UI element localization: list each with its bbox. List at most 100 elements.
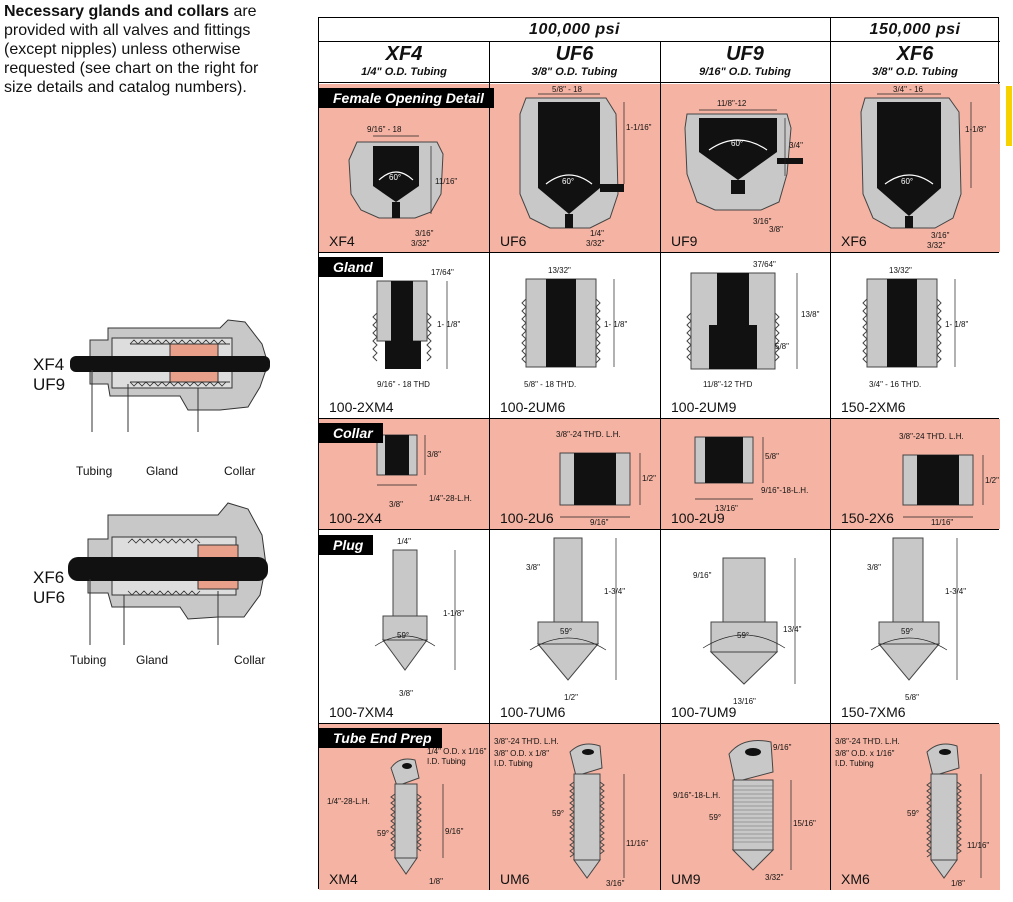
col-head-uf9: UF9 9/16" O.D. Tubing bbox=[660, 42, 830, 83]
svg-text:1/4"-28-L.H.: 1/4"-28-L.H. bbox=[327, 797, 370, 806]
col-head-xf6: XF6 3/8" O.D. Tubing bbox=[830, 42, 1000, 83]
svg-text:I.D. Tubing: I.D. Tubing bbox=[835, 759, 874, 768]
col-size: 3/8" O.D. Tubing bbox=[531, 66, 618, 78]
svg-text:59°: 59° bbox=[901, 627, 913, 636]
svg-text:I.D. Tubing: I.D. Tubing bbox=[494, 759, 533, 768]
svg-text:1- 1/8": 1- 1/8" bbox=[945, 320, 968, 329]
svg-text:3/16": 3/16" bbox=[415, 229, 434, 238]
grid-hline bbox=[319, 529, 998, 530]
svg-text:3/4" - 16: 3/4" - 16 bbox=[893, 85, 924, 94]
cell-code: UF9 bbox=[671, 233, 698, 249]
intro-rest: are provided with all valves and fitting… bbox=[4, 3, 259, 96]
gland-xf6-drawing: 13/32" 1- 1/8" 3/4" - 16 TH'D. bbox=[862, 266, 968, 389]
cell-fod-uf6: 5/8" - 18 1-1/16" 60° 1/4" 3/32" UF6 bbox=[490, 84, 660, 252]
gland-uf9-drawing: 37/64" 13/8" 5/8" 11/8"-12 TH'D bbox=[686, 260, 820, 389]
assembly-2-label-gland: Gland bbox=[136, 653, 169, 667]
svg-text:3/4": 3/4" bbox=[789, 141, 803, 150]
svg-text:1/2": 1/2" bbox=[642, 474, 656, 483]
svg-text:11/16": 11/16" bbox=[435, 177, 457, 186]
svg-text:59°: 59° bbox=[552, 809, 564, 818]
svg-text:3/8": 3/8" bbox=[399, 689, 413, 698]
svg-text:3/8" O.D. x 1/16": 3/8" O.D. x 1/16" bbox=[835, 749, 895, 758]
cell-plug-uf9: 9/16" 13/4" 59° 13/16" 100-7UM9 bbox=[661, 530, 830, 723]
cell-code: 100-2U9 bbox=[671, 510, 725, 526]
svg-text:1-1/16": 1-1/16" bbox=[626, 123, 652, 132]
svg-text:1/2": 1/2" bbox=[985, 476, 999, 485]
svg-text:1-1/8": 1-1/8" bbox=[965, 125, 986, 134]
assembly-1-label-collar: Collar bbox=[224, 464, 256, 478]
gland-uf6-drawing: 13/32" 1- 1/8" 5/8" - 18 TH'D. bbox=[521, 266, 627, 389]
svg-text:1- 1/8": 1- 1/8" bbox=[437, 320, 460, 329]
svg-text:59°: 59° bbox=[737, 631, 749, 640]
svg-text:1-1/8": 1-1/8" bbox=[443, 609, 464, 618]
svg-text:15/16": 15/16" bbox=[793, 819, 816, 828]
cell-code: 150-2XM6 bbox=[841, 399, 906, 415]
collar-xf4-drawing: 3/8" 3/8" 1/4"-28-L.H. bbox=[376, 434, 472, 509]
svg-text:60°: 60° bbox=[901, 177, 913, 186]
svg-text:3/8": 3/8" bbox=[867, 563, 881, 572]
svg-text:60°: 60° bbox=[389, 173, 401, 182]
tep-xm4-drawing: 1/4" O.D. x 1/16" I.D. Tubing 1/4"-28-L.… bbox=[327, 747, 487, 886]
svg-text:9/16" - 18: 9/16" - 18 bbox=[367, 125, 402, 134]
svg-text:13/16": 13/16" bbox=[715, 504, 738, 513]
cell-tep-um9: 9/16"-18-L.H. 9/16" 59° 15/16" 3/32" UM9 bbox=[661, 724, 830, 890]
fod-xf6-drawing: 3/4" - 16 1-1/8" 60° 3/16" 3/32" bbox=[860, 85, 986, 250]
cell-gland-xf6: 13/32" 1- 1/8" 3/4" - 16 TH'D. 150-2XM6 bbox=[831, 253, 1000, 418]
cell-code: XM6 bbox=[841, 871, 870, 887]
fod-uf9-drawing: 11/8"-12 3/4" 60° 3/16" 3/8" bbox=[684, 99, 803, 234]
cell-code: 100-2X4 bbox=[329, 510, 382, 526]
svg-text:9/16"-18-L.H.: 9/16"-18-L.H. bbox=[673, 791, 720, 800]
assembly-1-label-gland: Gland bbox=[146, 464, 179, 478]
grid-hline bbox=[319, 252, 998, 253]
svg-text:59°: 59° bbox=[560, 627, 572, 636]
assembly-1-model-b: UF9 bbox=[33, 375, 66, 394]
svg-text:3/32": 3/32" bbox=[927, 241, 946, 250]
svg-text:59°: 59° bbox=[907, 809, 919, 818]
cell-tep-xm4: 1/4" O.D. x 1/16" I.D. Tubing 1/4"-28-L.… bbox=[319, 724, 489, 890]
cell-code: XM4 bbox=[329, 871, 358, 887]
svg-text:1-3/4": 1-3/4" bbox=[945, 587, 966, 596]
assembly-1-label-tubing: Tubing bbox=[76, 464, 113, 478]
svg-text:3/8": 3/8" bbox=[769, 225, 783, 234]
svg-text:1/2": 1/2" bbox=[564, 693, 578, 702]
svg-text:11/16": 11/16" bbox=[931, 518, 953, 527]
col-size: 1/4" O.D. Tubing bbox=[361, 66, 447, 78]
svg-text:13/8": 13/8" bbox=[801, 310, 820, 319]
col-model: UF6 bbox=[555, 43, 594, 65]
fod-xf4-drawing: 9/16" - 18 11/16" 60° 3/16" 3/32" bbox=[348, 125, 457, 248]
cell-collar-xf6: 3/8"-24 TH'D. L.H. 1/2" 11/16" 150-2X6 bbox=[831, 419, 1000, 529]
grid-hline bbox=[319, 723, 998, 724]
cell-code: 100-2UM9 bbox=[671, 399, 737, 415]
svg-text:I.D. Tubing: I.D. Tubing bbox=[427, 757, 466, 766]
cell-fod-xf4: 9/16" - 18 11/16" 60° 3/16" 3/32" XF4 bbox=[319, 84, 489, 252]
tep-xm6-drawing: 3/8"-24 TH'D. L.H. 3/8" O.D. x 1/16" I.D… bbox=[835, 737, 989, 888]
svg-text:3/4" - 16 TH'D.: 3/4" - 16 TH'D. bbox=[869, 380, 921, 389]
svg-text:17/64": 17/64" bbox=[431, 268, 454, 277]
cell-collar-xf4: 3/8" 3/8" 1/4"-28-L.H. 100-2X4 bbox=[319, 419, 489, 529]
row-label-tube-end-prep: Tube End Prep bbox=[319, 728, 442, 748]
svg-text:11/8"-12 TH'D: 11/8"-12 TH'D bbox=[703, 380, 753, 389]
cell-collar-uf9: 5/8" 9/16"-18-L.H. 13/16" 100-2U9 bbox=[661, 419, 830, 529]
svg-text:11/16": 11/16" bbox=[626, 839, 648, 848]
plug-uf6-drawing: 3/8" 1-3/4" 59° 1/2" bbox=[526, 537, 625, 702]
fod-uf6-drawing: 5/8" - 18 1-1/16" 60° 1/4" 3/32" bbox=[519, 85, 652, 248]
cell-code: 150-7XM6 bbox=[841, 704, 906, 720]
svg-text:9/16": 9/16" bbox=[693, 571, 712, 580]
cell-fod-uf9: 11/8"-12 3/4" 60° 3/16" 3/8" UF9 bbox=[661, 84, 830, 252]
svg-text:37/64": 37/64" bbox=[753, 260, 776, 269]
cell-code: UF6 bbox=[500, 233, 527, 249]
assembly-2-label-tubing: Tubing bbox=[70, 653, 107, 667]
assembly-2-label-collar: Collar bbox=[234, 653, 266, 667]
svg-text:1/4" O.D. x 1/16": 1/4" O.D. x 1/16" bbox=[427, 747, 487, 756]
svg-text:3/32": 3/32" bbox=[765, 873, 784, 882]
page-edge-marker bbox=[1006, 86, 1012, 146]
col-head-uf6: UF6 3/8" O.D. Tubing bbox=[489, 42, 660, 83]
svg-text:11/16": 11/16" bbox=[967, 841, 989, 850]
cell-code: XF6 bbox=[841, 233, 867, 249]
svg-text:59°: 59° bbox=[709, 813, 721, 822]
svg-text:60°: 60° bbox=[731, 139, 743, 148]
col-size: 9/16" O.D. Tubing bbox=[699, 66, 791, 78]
svg-text:1/4": 1/4" bbox=[397, 537, 411, 546]
svg-text:3/8"-24 TH'D. L.H.: 3/8"-24 TH'D. L.H. bbox=[835, 737, 900, 746]
svg-text:1- 1/8": 1- 1/8" bbox=[604, 320, 627, 329]
